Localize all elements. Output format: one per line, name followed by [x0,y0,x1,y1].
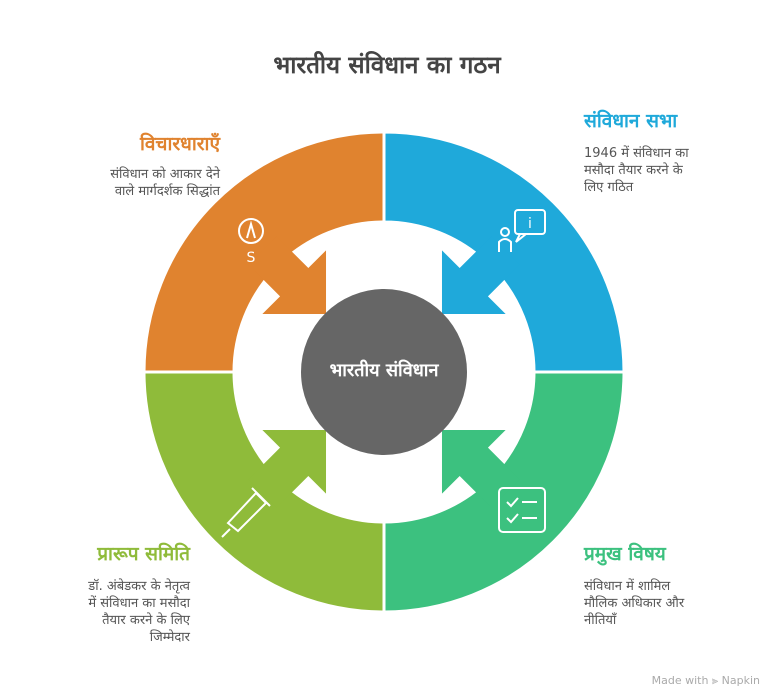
center-label: भारतीय संविधान [329,360,439,381]
desc-line: जिम्मेदार [149,630,190,645]
section-assembly: संविधान सभा 1946 में संविधान का मसौदा तै… [584,107,764,196]
section-heading: प्रारूप समिति [97,543,190,565]
desc-line: तैयार करने के लिए [102,613,190,628]
page-title: भारतीय संविधान का गठन [273,51,501,79]
desc-line: लिए गठित [584,180,634,195]
person-info-icon [498,209,546,252]
desc-line: संविधान में शामिल [584,579,671,594]
pen-icon [221,487,271,538]
napkin-brand[interactable]: Made with ⫸ Napkin [651,674,760,687]
checklist-icon [498,487,546,533]
desc-line: नीतियाँ [584,613,617,628]
desc-line: संविधान को आकार देने [110,167,220,182]
section-drafting: प्रारूप समिति डॉ. अंबेडकर के नेतृत्व में… [10,540,190,646]
arrow-ideologies [248,236,327,315]
info-label: i [528,216,532,232]
section-ideologies: विचारधाराएँ संविधान को आकार देने वाले मा… [20,130,220,200]
section-heading: संविधान सभा [584,110,678,132]
center-circle [301,289,467,455]
desc-line: डॉ. अंबेडकर के नेतृत्व [88,579,190,594]
section-heading: प्रमुख विषय [584,543,666,565]
desc-line: 1946 में संविधान का [584,146,689,161]
arrow-assembly [441,236,520,315]
arrow-drafting [248,429,327,508]
compass-icon [238,218,264,244]
desc-line: वाले मार्गदर्शक सिद्धांत [114,184,220,199]
desc-line: मसौदा तैयार करने के [584,163,683,178]
desc-line: में संविधान का मसौदा [88,596,190,611]
section-heading: विचारधाराएँ [139,133,220,155]
compass-label: S [247,250,256,266]
section-key-topics: प्रमुख विषय संविधान में शामिल मौलिक अधिक… [584,540,764,629]
desc-line: मौलिक अधिकार और [584,596,685,611]
